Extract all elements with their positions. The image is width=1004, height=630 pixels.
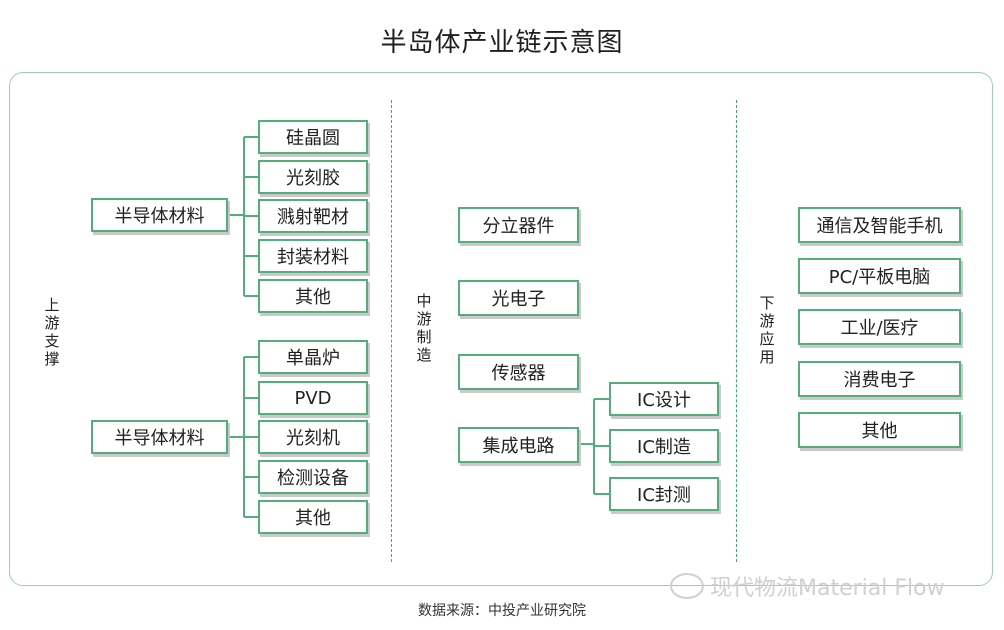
upstream-equipment-item-1: 单晶炉 <box>258 340 368 374</box>
midstream-item-ic: 集成电路 <box>458 427 579 463</box>
divider-left <box>391 100 392 562</box>
watermark: 现代物流Material Flow <box>670 570 945 602</box>
ic-child-packaging-testing: IC封测 <box>609 477 719 511</box>
upstream-material-item-4: 封装材料 <box>258 239 368 273</box>
downstream-item-2: PC/平板电脑 <box>798 258 961 294</box>
downstream-item-5: 其他 <box>798 412 961 448</box>
diagram-frame <box>9 72 993 586</box>
upstream-material-item-2: 光刻胶 <box>258 160 368 194</box>
section-label-upstream: 上游支撑 <box>44 296 60 368</box>
section-label-midstream: 中游制造 <box>416 292 432 364</box>
diagram-title: 半岛体产业链示意图 <box>380 28 624 58</box>
upstream-equipment-item-5: 其他 <box>258 500 368 534</box>
upstream-equipment-item-4: 检测设备 <box>258 460 368 494</box>
upstream-material-item-5: 其他 <box>258 279 368 313</box>
ic-child-design: IC设计 <box>609 382 719 416</box>
upstream-equipment-item-3: 光刻机 <box>258 420 368 454</box>
source-note: 数据来源：中投产业研究院 <box>418 603 586 619</box>
midstream-item-2: 光电子 <box>458 280 579 316</box>
downstream-item-1: 通信及智能手机 <box>798 207 961 243</box>
divider-right <box>736 100 737 562</box>
upstream-material-item-1: 硅晶圆 <box>258 120 368 154</box>
downstream-item-3: 工业/医疗 <box>798 309 961 345</box>
upstream-materials-box: 半导体材料 <box>91 198 228 232</box>
wechat-icon <box>670 573 704 599</box>
section-label-downstream: 下游应用 <box>759 294 775 366</box>
upstream-material-item-3: 溅射靶材 <box>258 199 368 233</box>
midstream-item-3: 传感器 <box>458 354 579 390</box>
midstream-item-1: 分立器件 <box>458 207 579 243</box>
upstream-equipment-box: 半导体材料 <box>91 420 228 454</box>
downstream-item-4: 消费电子 <box>798 361 961 397</box>
ic-child-manufacturing: IC制造 <box>609 429 719 463</box>
upstream-equipment-item-2: PVD <box>258 381 368 415</box>
watermark-text: 现代物流Material Flow <box>710 576 945 601</box>
